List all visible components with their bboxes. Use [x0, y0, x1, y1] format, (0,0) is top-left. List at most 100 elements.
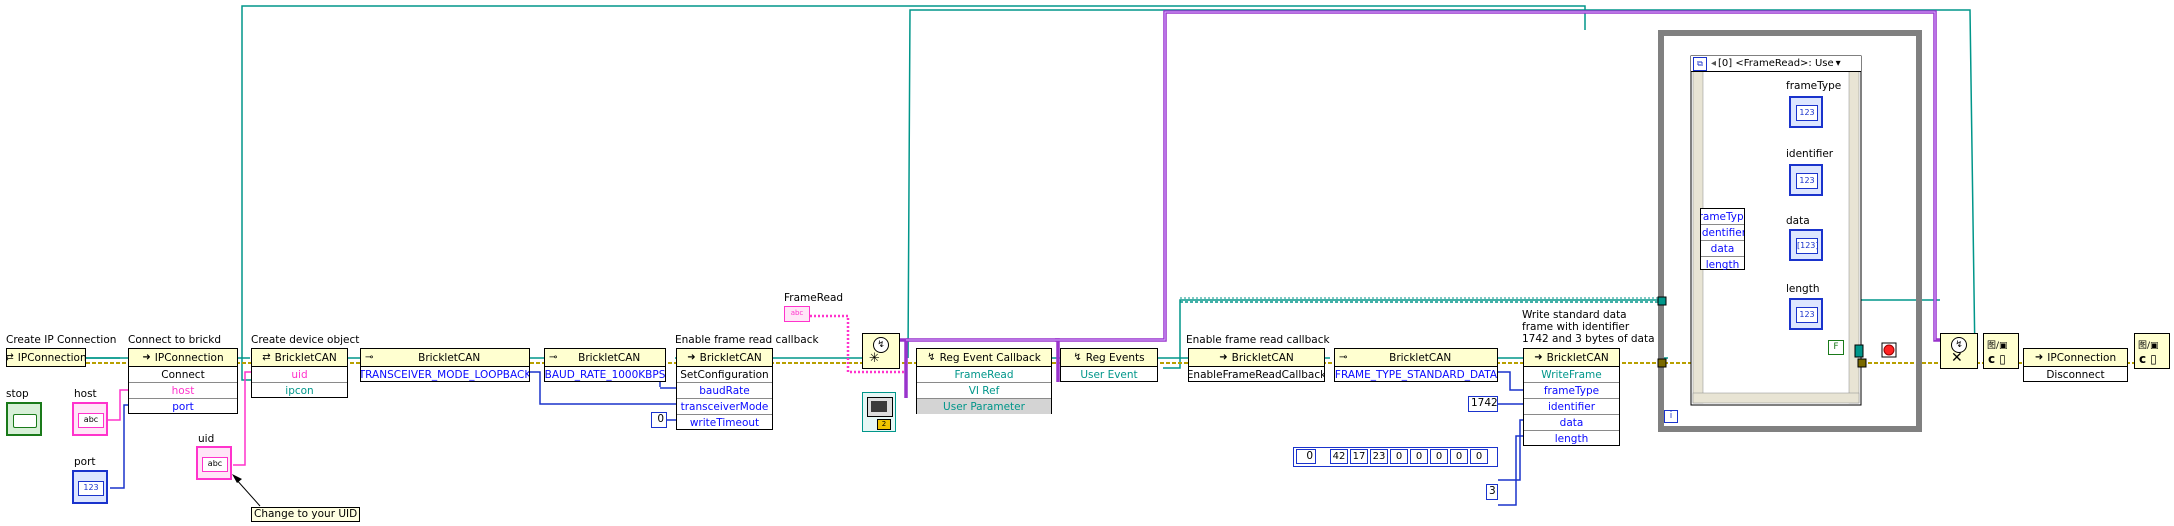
- indicator-data-label: data: [1786, 215, 1810, 227]
- data-byte-cell[interactable]: 17: [1350, 449, 1368, 464]
- label-uid: uid: [198, 433, 215, 445]
- write-comment-3: 1742 and 3 bytes of data: [1522, 333, 1655, 345]
- port-number-control[interactable]: 123: [72, 470, 108, 504]
- property-icon: ⊸: [549, 352, 558, 363]
- constructor-icon: ⇄: [7, 352, 14, 363]
- node-title: BrickletCAN: [274, 351, 337, 364]
- data-byte-cell[interactable]: 0: [1430, 449, 1448, 464]
- connect-node[interactable]: ➜IPConnection Connect host port: [128, 348, 238, 414]
- set-configuration-node[interactable]: ➜BrickletCAN SetConfiguration baudRate t…: [676, 348, 773, 430]
- invoke-arrow-icon: ➜: [2034, 352, 2044, 363]
- indicator-identifier-label: identifier: [1786, 148, 1834, 160]
- length-constant[interactable]: 3: [1486, 484, 1498, 500]
- data-byte-cell[interactable]: 42: [1330, 449, 1348, 464]
- param-identifier-row: identifier: [1524, 399, 1619, 415]
- identifier-indicator: 123: [1789, 164, 1823, 196]
- mode-value: TRANSCEIVER_MODE_LOOPBACK: [361, 368, 529, 381]
- write-comment-2: frame with identifier: [1522, 321, 1630, 333]
- node-title: BrickletCAN: [1231, 351, 1294, 364]
- uid-tooltip: Change to your UID: [251, 507, 361, 522]
- node-title: IPConnection: [17, 351, 85, 364]
- event-case-label: [0] <FrameRead>: Use: [1718, 58, 1834, 69]
- event-source-row: FrameRead: [917, 367, 1051, 383]
- param-length-row: length: [1554, 432, 1589, 445]
- disconnect-node[interactable]: ➜IPConnection Disconnect: [2023, 348, 2128, 382]
- false-constant[interactable]: F: [1828, 340, 1844, 355]
- frame-type-constant-node[interactable]: ⊸BrickletCAN FRAME_TYPE_STANDARD_DATA: [1334, 348, 1498, 382]
- unregister-events-node[interactable]: ↯ ✕: [1940, 333, 1978, 369]
- param-timeout-row: writeTimeout: [689, 416, 760, 429]
- param-ipcon-row: ipcon: [285, 384, 314, 397]
- enable-callback-node[interactable]: ➜BrickletCAN EnableFrameReadCallback: [1188, 348, 1325, 382]
- tooltip-arrow: [232, 474, 261, 507]
- param-uid-row: uid: [252, 367, 347, 383]
- event-icon: ↯: [1951, 337, 1967, 353]
- event-wire-highlight: [906, 11, 1936, 341]
- close-ref-icon: 图/▣: [1987, 341, 2008, 351]
- event-case-selector[interactable]: ⧉ ◂ [0] <FrameRead>: Use ▾: [1691, 56, 1861, 72]
- frametype-indicator: 123: [1789, 96, 1823, 128]
- label-create-device: Create device object: [251, 334, 360, 346]
- node-title: IPConnection: [154, 351, 224, 364]
- property-icon: ⊸: [365, 352, 374, 363]
- invoke-arrow-icon: ➜: [1534, 352, 1543, 363]
- create-device-node[interactable]: ⇄BrickletCAN uid ipcon: [251, 348, 348, 398]
- param-mode-row: transceiverMode: [677, 399, 772, 415]
- length-indicator: 123: [1789, 298, 1823, 330]
- baud-rate-node[interactable]: ⊸BrickletCAN BAUD_RATE_1000KBPS: [544, 348, 666, 382]
- uid-string-control[interactable]: abc: [196, 446, 232, 480]
- data-byte-cell[interactable]: 0: [1390, 449, 1408, 464]
- unbundle-node[interactable]: frameType identifier data length: [1700, 208, 1745, 271]
- close-reference-node[interactable]: 图/▣ c ▯: [1983, 333, 2019, 369]
- write-comment-1: Write standard data: [1522, 309, 1627, 321]
- array-index[interactable]: 0: [1296, 449, 1316, 464]
- param-port-row: port: [172, 400, 194, 413]
- write-timeout-constant[interactable]: 0: [651, 412, 667, 428]
- frametype-row: frameType: [1701, 209, 1744, 225]
- label-enable-read: Enable frame read callback: [675, 334, 819, 346]
- node-title: BrickletCAN: [699, 351, 762, 364]
- close-reference-node-2[interactable]: 图/▣ c ▯: [2134, 333, 2170, 369]
- node-title: Reg Events: [1085, 351, 1145, 364]
- close-ref-icon: 图/▣: [2138, 341, 2159, 351]
- frame-type-value: FRAME_TYPE_STANDARD_DATA: [1335, 368, 1497, 381]
- transceiver-mode-node[interactable]: ⊸ BrickletCAN TRANSCEIVER_MODE_LOOPBACK: [360, 348, 530, 382]
- data-byte-cell[interactable]: 0: [1450, 449, 1468, 464]
- data-byte-cell[interactable]: 0: [1410, 449, 1428, 464]
- data-row: data: [1701, 241, 1744, 257]
- frame-read-constant[interactable]: abc: [784, 306, 810, 322]
- label-port: port: [74, 456, 96, 468]
- ipconnection-create-node[interactable]: ⇄IPConnection: [6, 348, 86, 367]
- data-byte-cell[interactable]: 23: [1370, 449, 1388, 464]
- stop-button-terminal[interactable]: [6, 402, 42, 436]
- host-string-control[interactable]: abc: [72, 402, 108, 436]
- string-wires: [108, 371, 252, 466]
- method-row: Connect: [129, 367, 237, 383]
- method-row: Disconnect: [2046, 368, 2105, 381]
- create-star-icon: ✳: [869, 351, 880, 366]
- loop-iteration-terminal: i: [1664, 410, 1678, 423]
- label-create-ip: Create IP Connection: [6, 334, 117, 346]
- reg-event-callback-node[interactable]: ↯Reg Event Callback FrameRead VI Ref Use…: [916, 348, 1052, 414]
- invoke-arrow-icon: ➜: [142, 352, 151, 363]
- invoke-arrow-icon: ➜: [687, 352, 696, 363]
- invoke-arrow-icon: ➜: [1219, 352, 1228, 363]
- destroy-x-icon: ✕: [1951, 350, 1963, 366]
- event-icon: ↯: [873, 337, 889, 353]
- identifier-constant[interactable]: 1742: [1468, 396, 1498, 412]
- write-frame-node[interactable]: ➜BrickletCAN WriteFrame frameType identi…: [1523, 348, 1620, 446]
- identifier-row: identifier: [1701, 225, 1744, 241]
- label-enable-read-2: Enable frame read callback: [1186, 334, 1330, 346]
- reg-events-node[interactable]: ↯Reg Events User Event: [1060, 348, 1158, 382]
- param-host-row: host: [129, 383, 237, 399]
- data-byte-cell[interactable]: 0: [1470, 449, 1488, 464]
- label-stop: stop: [6, 388, 29, 400]
- event-index-icon: ⧉: [1693, 56, 1707, 71]
- node-title: IPConnection: [2047, 351, 2117, 364]
- create-user-event-node[interactable]: ↯ ✳: [862, 333, 900, 369]
- node-title: BrickletCAN: [418, 351, 481, 364]
